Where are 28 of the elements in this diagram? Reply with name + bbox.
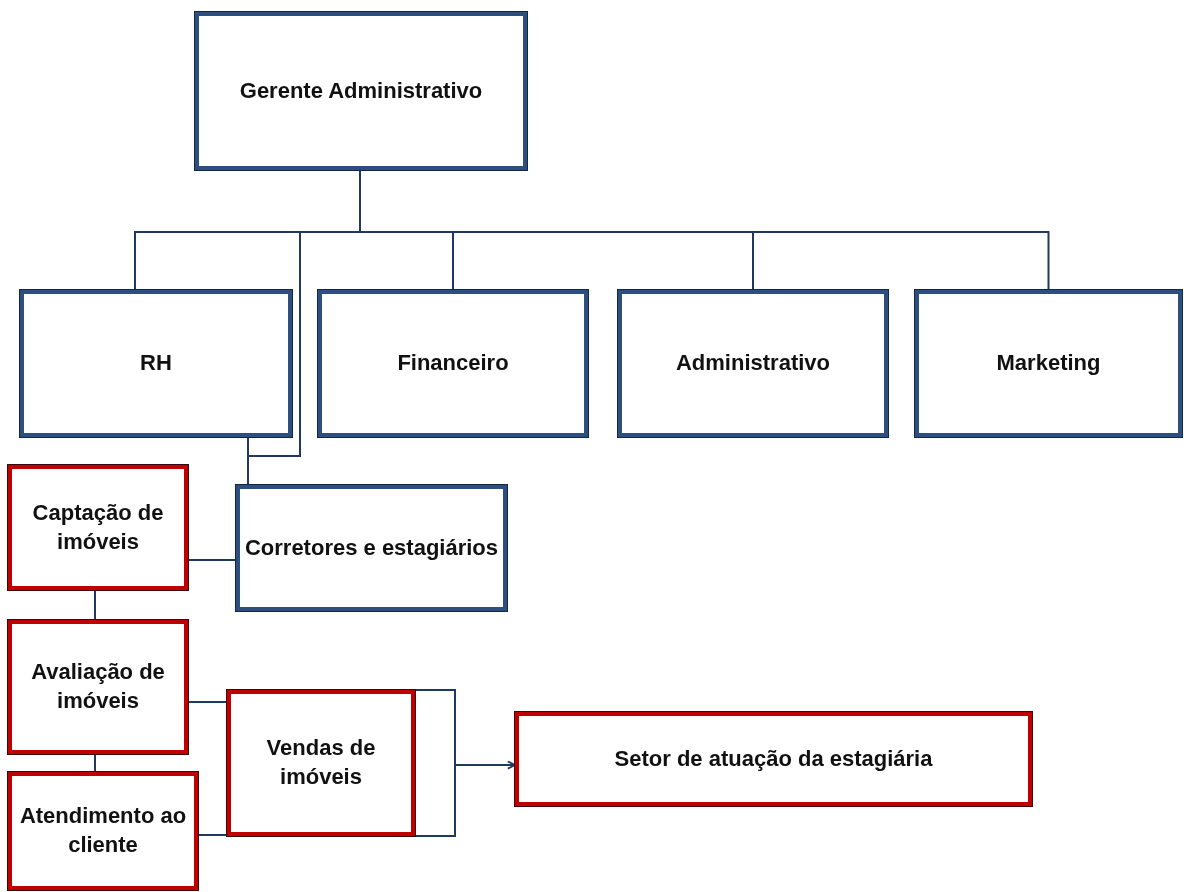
highlighted-box <box>227 690 415 836</box>
box-label: Marketing <box>996 349 1101 378</box>
box-label: Gerente Administrativo <box>239 76 483 105</box>
highlighted-box <box>8 772 198 890</box>
org-box <box>318 290 588 437</box>
org-box <box>618 290 888 437</box>
highlighted-box <box>8 620 188 754</box>
connector-line <box>197 834 228 836</box>
org-box <box>915 290 1182 437</box>
connector-line <box>247 436 249 486</box>
box-label: Vendas de imóveis <box>265 734 377 791</box>
highlighted-box <box>515 712 1032 806</box>
connector-line <box>187 559 237 561</box>
highlighted-box <box>8 465 188 590</box>
box-label: Setor de atuação da estagiária <box>614 744 933 773</box>
box-label: Administrativo <box>676 349 830 378</box>
arrow <box>414 689 516 837</box>
box-label: RH <box>140 349 172 378</box>
box-label: Captação de imóveis <box>31 498 165 556</box>
box-label: Atendimento ao cliente <box>18 802 188 859</box>
org-box <box>236 485 507 611</box>
box-label: Financeiro <box>397 349 509 378</box>
org-box <box>20 290 292 437</box>
connector-line <box>187 701 228 703</box>
connector-line <box>94 589 96 621</box>
org-box <box>195 12 527 170</box>
box-label: Avaliação de imóveis <box>30 658 166 715</box>
box-label: Corretores e estagiários <box>244 533 499 562</box>
